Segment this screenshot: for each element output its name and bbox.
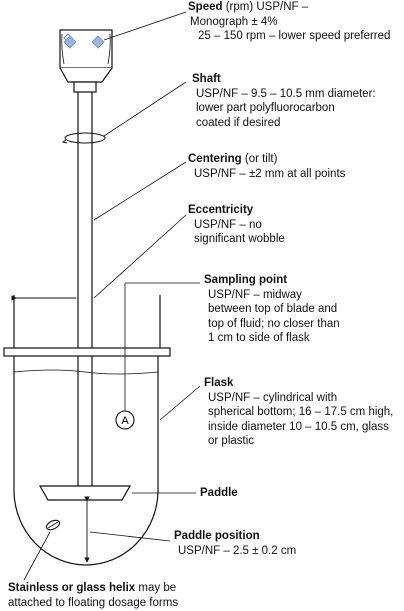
sampling-annotation: Sampling point USP/NF – midway between t… bbox=[204, 273, 340, 346]
helix-annotation: Stainless or glass helix may be attached… bbox=[8, 581, 178, 610]
sampling-line-4: 1 cm to side of flask bbox=[208, 332, 310, 344]
speed-line-1: Monograph ± 4% bbox=[190, 15, 278, 28]
sampling-line-2: between top of blade and bbox=[208, 303, 338, 315]
coupling-mark-left bbox=[63, 35, 77, 49]
leader-lines bbox=[23, 11, 201, 581]
paddle-position-annotation: Paddle position USP/NF – 2.5 ± 0.2 cm bbox=[174, 529, 296, 558]
sampling-point-label: A bbox=[121, 415, 129, 427]
paddle-position-line-1: USP/NF – 2.5 ± 0.2 cm bbox=[178, 544, 297, 557]
sampling-line-1: USP/NF – midway bbox=[208, 288, 302, 301]
flask-title: Flask bbox=[204, 377, 234, 389]
speed-title-suffix: (rpm) USP/NF – bbox=[222, 1, 309, 13]
helix-line-1: attached to floating dosage forms bbox=[8, 596, 179, 609]
shaft bbox=[77, 92, 93, 486]
flask-line-4: or plastic bbox=[208, 435, 255, 447]
helix-title-suffix: may be bbox=[135, 582, 177, 594]
paddle-position-title: Paddle position bbox=[174, 530, 260, 542]
paddle-title: Paddle bbox=[200, 487, 238, 499]
paddle-annotation: Paddle bbox=[200, 486, 238, 501]
paddle-blade bbox=[38, 485, 132, 501]
shaft-line-1: USP/NF – 9.5 – 10.5 mm diameter: bbox=[196, 87, 376, 100]
eccentricity-title: Eccentricity bbox=[188, 204, 254, 216]
fluid-surface bbox=[13, 369, 159, 375]
shaft-line-2: lower part polyfluorocarbon bbox=[196, 102, 335, 114]
flask bbox=[3, 295, 171, 566]
flask-line-1: USP/NF – cylindrical with bbox=[208, 391, 338, 404]
speed-annotation: Speed (rpm) USP/NF – Monograph ± 4% 25 –… bbox=[188, 0, 390, 44]
centering-line-1: USP/NF – ±2 mm at all points bbox=[194, 167, 346, 180]
speed-line-2: 25 – 150 rpm – lower speed preferred bbox=[198, 30, 391, 42]
shaft-title: Shaft bbox=[192, 73, 221, 85]
motor-housing bbox=[59, 29, 113, 93]
eccentricity-line-1: USP/NF – no bbox=[194, 218, 262, 231]
helix-title: Stainless or glass helix bbox=[8, 582, 136, 594]
sampling-line-3: top of fluid; no closer than bbox=[208, 317, 340, 330]
flask-annotation: Flask USP/NF – cylindrical with spherica… bbox=[204, 376, 393, 449]
shaft-annotation: Shaft USP/NF – 9.5 – 10.5 mm diameter: l… bbox=[192, 72, 376, 130]
centering-title: Centering bbox=[188, 153, 242, 165]
flask-rim bbox=[3, 347, 171, 357]
eccentricity-line-2: significant wobble bbox=[194, 233, 285, 245]
flask-line-3: inside diameter 10 – 10.5 cm, glass bbox=[208, 420, 389, 433]
centering-annotation: Centering (or tilt) USP/NF – ±2 mm at al… bbox=[188, 152, 345, 181]
coupling-mark-right bbox=[91, 35, 105, 49]
shaft-line-3: coated if desired bbox=[196, 116, 281, 129]
rotation-arrow bbox=[61, 132, 106, 144]
eccentricity-annotation: Eccentricity USP/NF – no significant wob… bbox=[188, 203, 285, 247]
sampling-title: Sampling point bbox=[204, 274, 288, 286]
flask-line-2: spherical bottom; 16 – 17.5 cm high, bbox=[208, 406, 394, 418]
centering-title-suffix: (or tilt) bbox=[241, 153, 278, 165]
speed-title: Speed bbox=[188, 1, 223, 13]
